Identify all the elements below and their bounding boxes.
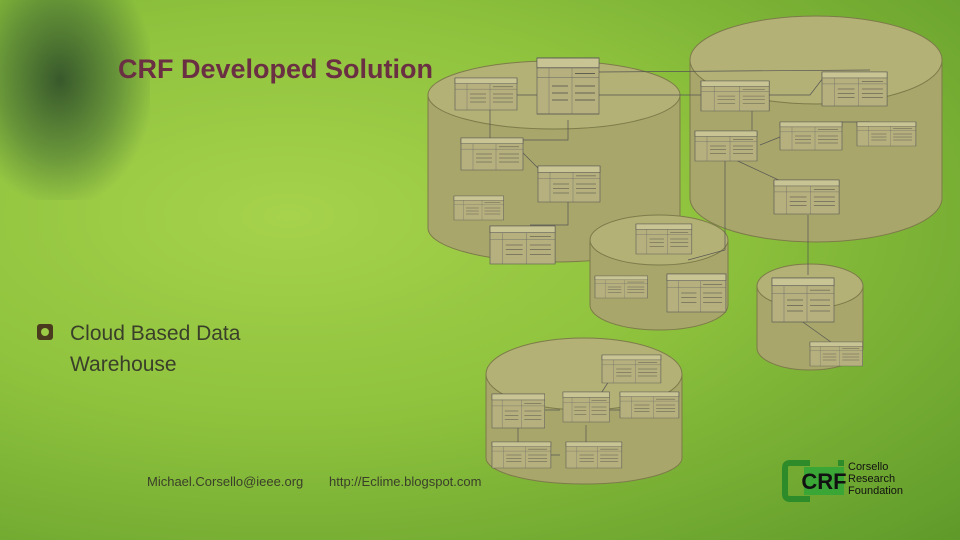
footer-email[interactable]: Michael.Corsello@ieee.org [147,474,304,489]
bullet-ring-icon [37,324,53,340]
bullet-item: Cloud Based Data Warehouse [36,318,280,380]
svg-text:CRF: CRF [801,469,846,494]
slide-title: CRF Developed Solution [118,54,434,84]
corner-circuit-glow [0,0,150,200]
crf-logo: CRF [782,460,847,502]
footer-url[interactable]: http://Eclime.blogspot.com [329,474,482,489]
logo-wordmark: Corsello Research Foundation [848,461,904,497]
bullet-text: Cloud Based Data Warehouse [70,322,241,376]
